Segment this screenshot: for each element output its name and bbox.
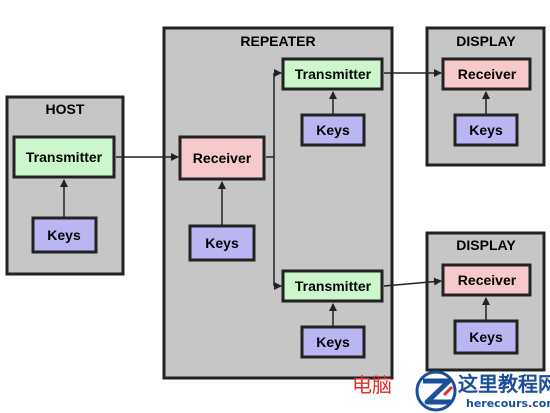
repeater-transmitter-top-node [281, 57, 384, 91]
connectors [60, 69, 490, 327]
display-bottom-keys-label: Keys [469, 329, 503, 345]
host-keys-node [31, 216, 98, 254]
repeater-keys-center-node [188, 224, 256, 262]
arrow-repeater-to-display-bottom [383, 277, 442, 287]
repeater-transmitter-top-label: Transmitter [295, 66, 372, 82]
display-bottom-receiver-node [441, 263, 532, 297]
repeater-transmitter-bottom-label: Transmitter [295, 278, 372, 294]
repeater-keys-bottom-label: Keys [316, 334, 350, 350]
host-transmitter-label: Transmitter [26, 149, 103, 165]
watermark-site-url: herecours.com [466, 397, 550, 410]
display-top-receiver-node [441, 57, 532, 91]
watermark-left-text: 电脑 [352, 373, 392, 397]
repeater-keys-bottom-node [300, 325, 366, 359]
repeater-title: REPEATER [240, 33, 315, 49]
watermark-logo-icon [415, 370, 457, 412]
host-keys-label: Keys [47, 227, 81, 243]
repeater-keys-top-label: Keys [316, 122, 350, 138]
watermark: 电脑 这里教程网 herecours.com [352, 370, 550, 412]
repeater-receiver-node [178, 135, 266, 181]
host-title: HOST [46, 101, 85, 117]
display-top-keys-label: Keys [469, 122, 503, 138]
host-transmitter-node [12, 135, 116, 179]
display-bottom-receiver-label: Receiver [458, 272, 517, 288]
repeater-transmitter-bottom-node [281, 269, 384, 303]
display-top-title: DISPLAY [456, 33, 516, 49]
display-top-receiver-label: Receiver [458, 66, 517, 82]
repeater-receiver-label: Receiver [193, 150, 252, 166]
display-bottom-title: DISPLAY [456, 237, 516, 253]
watermark-site-name: 这里教程网 [458, 372, 550, 396]
repeater-keys-center-label: Keys [205, 235, 239, 251]
